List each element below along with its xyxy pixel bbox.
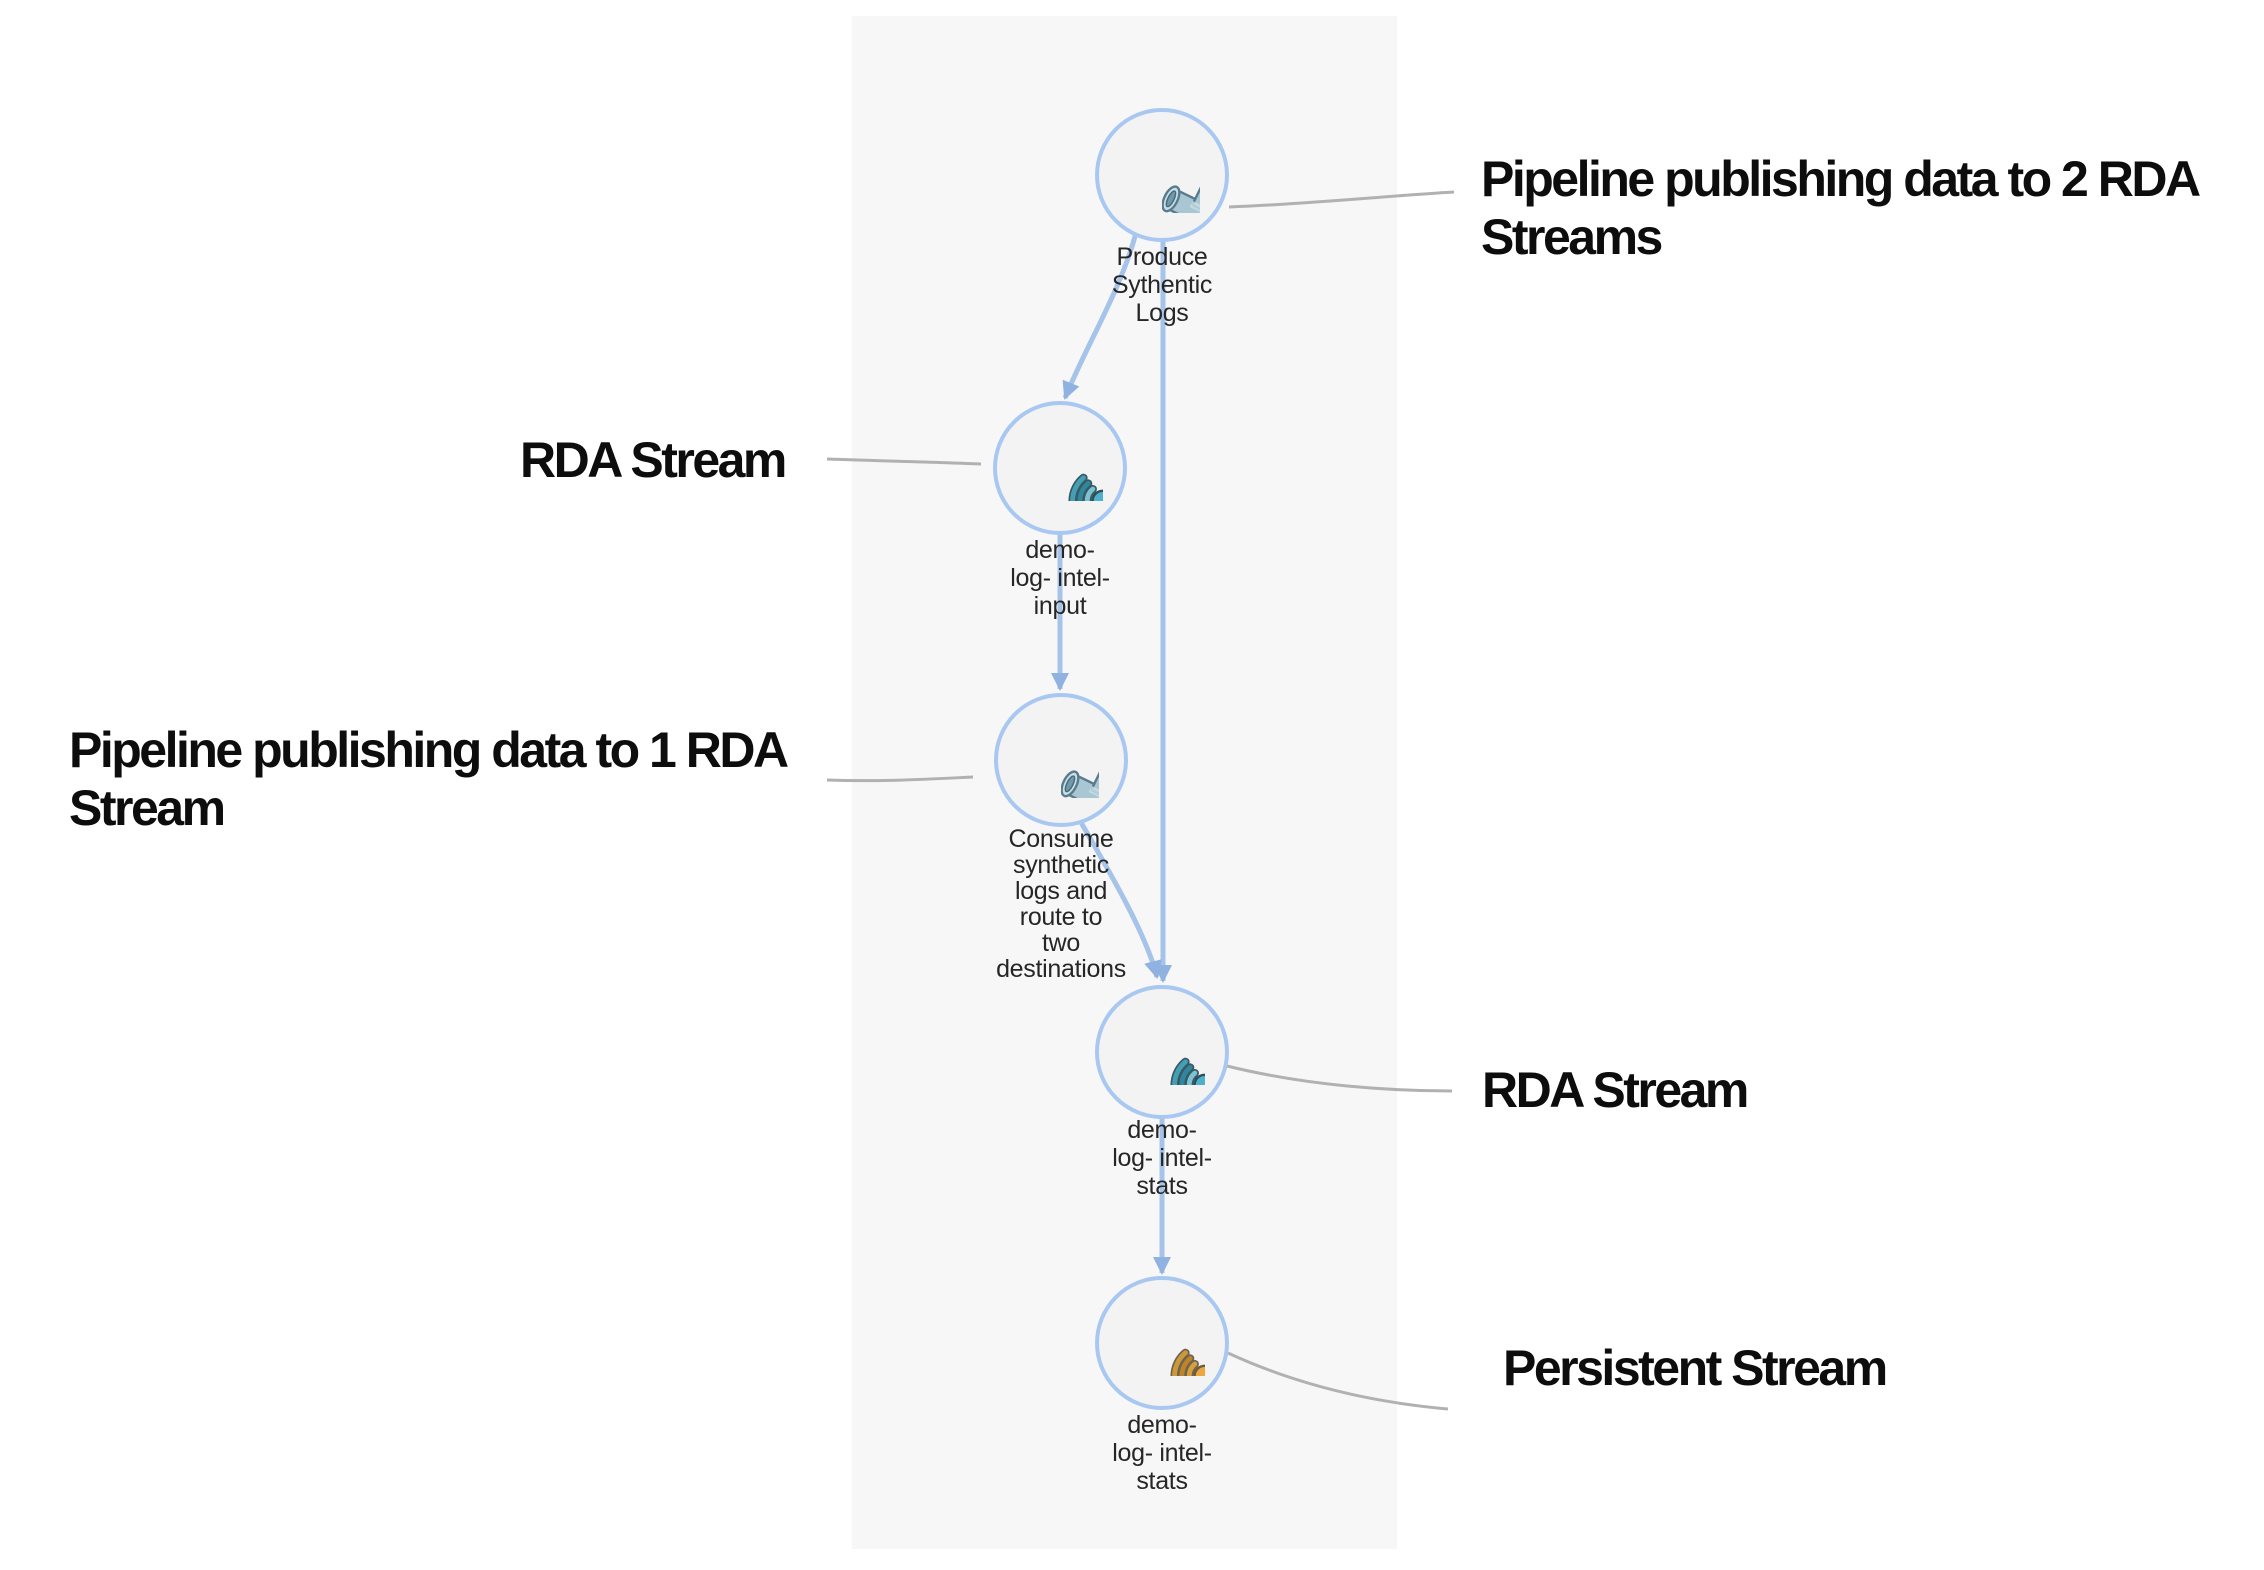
node-label-consume-synthetic-logs: Consume synthetic logs and route to two … bbox=[996, 825, 1126, 983]
annotation-pipeline-2-streams: Pipeline publishing data to 2 RDA Stream… bbox=[1481, 151, 2201, 265]
node-label-demo-log-intel-stats-persistent: demo- log- intel- stats bbox=[1112, 1411, 1212, 1495]
annotation-pipeline-1-stream: Pipeline publishing data to 1 RDA Stream bbox=[69, 722, 789, 836]
annotation-rda-stream-right: RDA Stream bbox=[1482, 1062, 1749, 1118]
node-produce-synthetic-logs[interactable] bbox=[1095, 108, 1229, 242]
node-demo-log-intel-stats-persistent[interactable] bbox=[1095, 1276, 1229, 1410]
node-label-demo-log-intel-stats-rda: demo- log- intel- stats bbox=[1112, 1116, 1212, 1200]
annotation-persistent-stream: Persistent Stream bbox=[1503, 1340, 1888, 1396]
persistent-stream-icon bbox=[1119, 1310, 1205, 1376]
node-demo-log-intel-input[interactable] bbox=[993, 401, 1127, 535]
pipe-tee-icon bbox=[1023, 722, 1099, 798]
rda-stream-icon bbox=[1017, 435, 1103, 501]
node-label-produce-synthetic-logs: Produce Sythentic Logs bbox=[1111, 243, 1213, 327]
annotation-rda-stream-left: RDA Stream bbox=[520, 432, 787, 488]
node-label-demo-log-intel-input: demo- log- intel- input bbox=[1010, 536, 1110, 620]
node-demo-log-intel-stats-rda[interactable] bbox=[1095, 985, 1229, 1119]
node-consume-synthetic-logs[interactable] bbox=[994, 693, 1128, 827]
pipe-tee-icon bbox=[1124, 137, 1200, 213]
rda-stream-icon bbox=[1119, 1019, 1205, 1085]
